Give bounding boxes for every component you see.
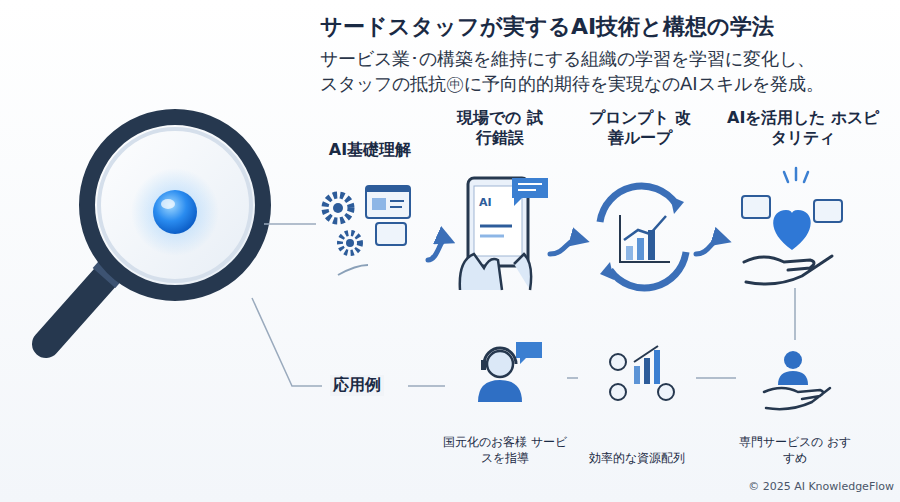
hospitality-icon [742, 168, 842, 284]
stage-heading: AIを活用した ホスピタリティ [726, 108, 880, 148]
item-label: 効率的な資源配列 [589, 450, 685, 466]
stage-heading: AI基礎理解 [329, 140, 411, 160]
item-label: 国元化のお客様 サービスを指導 [443, 434, 567, 466]
connector-line [794, 288, 796, 340]
connector-line [567, 377, 578, 379]
copyright: © 2025 AI KnowledgeFlow [748, 480, 894, 493]
application-item: 専門サービスの おすすめ [736, 340, 854, 466]
stage-step: 現場での 試行錯誤 [450, 108, 550, 298]
resource-icon [610, 346, 674, 400]
title: サードスタッフが実するAI技術と構想の学法 [320, 12, 774, 42]
flow-arrow [696, 239, 724, 254]
stage-heading: 現場での 試行錯誤 [450, 108, 550, 148]
connector-line [696, 377, 736, 379]
flow-arrow [550, 239, 582, 254]
subtitle: サービス業･の構築を維持にする組織の学習を学習に変化し、 スタッフの抵抗㊥に予向… [320, 46, 835, 96]
stage-step: AI基礎理解 [312, 140, 428, 290]
recommend-icon [764, 351, 830, 409]
stage-heading: プロンプト 改善ループ [584, 108, 696, 148]
agent-icon [478, 342, 542, 402]
section-label: 応用例 [330, 375, 384, 396]
tablet-icon [460, 178, 548, 290]
stage-step: プロンプト 改善ループ [584, 108, 696, 288]
loop-icon [600, 186, 686, 288]
flow-arrow [428, 240, 448, 260]
icon-text: AI [479, 196, 492, 209]
leader-line [252, 224, 445, 386]
application-item: 効率的な資源配列 [578, 340, 696, 466]
magnifier [46, 117, 263, 344]
gear-icon [325, 186, 410, 275]
application-item: 国元化のお客様 サービスを指導 [443, 340, 567, 466]
stage-step: AIを活用した ホスピタリティ [726, 108, 880, 288]
item-label: 専門サービスの おすすめ [736, 434, 854, 466]
